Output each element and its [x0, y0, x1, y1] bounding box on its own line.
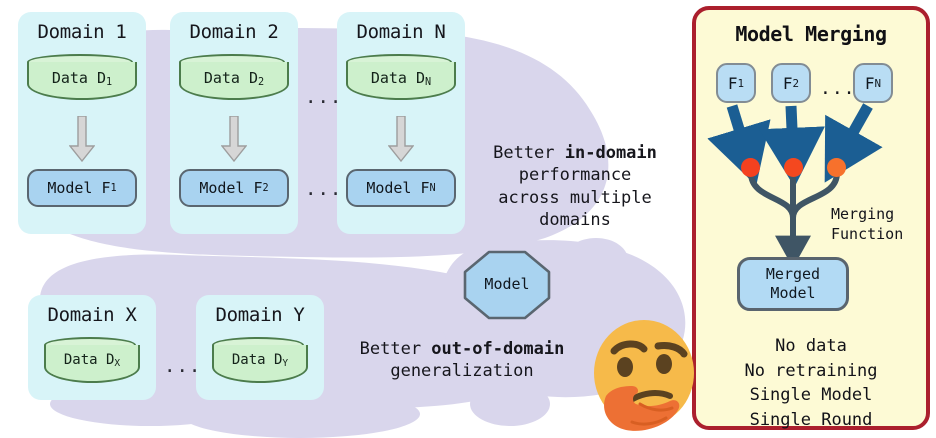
data-cylinder: Data D1 — [27, 54, 137, 106]
thinking-face-emoji — [594, 320, 694, 431]
ellipsis-model-row: ... — [305, 178, 343, 200]
cylinder-label-sub: Y — [282, 358, 289, 370]
cylinder-label-sub: X — [114, 358, 121, 370]
out-domain-line-1: Better out-of-domain — [328, 338, 596, 360]
ellipsis-out-row: ... — [164, 355, 202, 377]
in-domain-line-1: Better in-domain — [470, 142, 680, 164]
cylinder-body — [44, 345, 140, 383]
in-domain-line-2: performance — [518, 165, 632, 186]
in-domain-line-3: across multiple — [498, 187, 652, 208]
bullet-item: Single Round — [749, 409, 873, 430]
in-domain-line-4: domains — [539, 210, 611, 231]
merged-model-line-1: Merged — [765, 265, 821, 284]
cylinder-label-sub: N — [425, 77, 432, 89]
data-cylinder: Data DY — [212, 337, 308, 389]
bullet-item: No retraining — [744, 360, 878, 381]
in-domain-line-1-bold: in-domain — [564, 143, 657, 163]
octagon-shape-icon — [463, 250, 551, 320]
cylinder-label: Data DN — [346, 69, 456, 88]
cylinder-label-sub: 2 — [258, 77, 265, 89]
merging-function-line-1: Merging — [831, 205, 895, 223]
source-models-ellipsis: ... — [820, 78, 856, 99]
in-domain-line-1-plain: Better — [493, 143, 565, 163]
cylinder-label-prefix: Data D — [63, 352, 115, 368]
merging-arrows-group — [707, 103, 883, 268]
merge-node-1 — [741, 158, 760, 177]
data-cylinder: Data DN — [346, 54, 456, 106]
ellipsis-data-row: ... — [305, 86, 343, 108]
cylinder-label-prefix: Data D — [203, 69, 259, 87]
train-arrow-icon — [388, 116, 414, 162]
cylinder-label-prefix: Data D — [370, 69, 426, 87]
model-label-sub: 1 — [110, 182, 117, 194]
model-label-prefix: Model F — [47, 179, 111, 197]
cylinder-label: Data DX — [44, 352, 140, 369]
merge-arrow-2 — [758, 105, 825, 188]
merge-branch-left — [748, 170, 796, 221]
merging-function-line-2: Function — [831, 224, 904, 243]
octagon-label: Model — [484, 275, 530, 293]
domain-title: Domain 2 — [189, 21, 279, 43]
cylinder-label: Data D1 — [27, 69, 137, 88]
source-model-sub: 1 — [737, 76, 745, 90]
merged-model-line-2: Model — [770, 284, 816, 302]
cylinder-label-prefix: Data D — [51, 69, 107, 87]
model-label-prefix: Model F — [366, 179, 430, 197]
out-domain-line-2: generalization — [390, 361, 534, 382]
data-cylinder: Data DX — [44, 337, 140, 389]
domain-card-y: Domain Y Data DY — [196, 295, 324, 400]
out-domain-line-1-bold: out-of-domain — [431, 339, 565, 359]
cylinder-label-sub: 1 — [106, 77, 113, 89]
source-model-prefix: F — [727, 73, 738, 93]
merged-model-box: Merged Model — [737, 257, 849, 311]
train-arrow-icon — [221, 116, 247, 162]
merge-arrow-1 — [707, 104, 771, 186]
cylinder-body — [179, 62, 289, 100]
data-cylinder: Data D2 — [179, 54, 289, 106]
domain-title: Domain Y — [215, 304, 305, 326]
domain-card-x: Domain X Data DX — [28, 295, 156, 400]
panel-title: Model Merging — [735, 22, 887, 46]
domain-title: Domain 1 — [37, 21, 127, 43]
cylinder-label: Data D2 — [179, 69, 289, 88]
cylinder-body — [212, 345, 308, 383]
source-model-prefix: F — [864, 73, 875, 93]
domain-title: Domain X — [47, 304, 137, 326]
source-model-prefix: F — [782, 73, 793, 93]
source-model-sub: N — [874, 76, 882, 90]
merge-node-3 — [827, 158, 846, 177]
in-domain-caption: Better in-domain performance across mult… — [470, 142, 680, 232]
model-octagon: Model — [463, 250, 551, 320]
cylinder-body — [27, 62, 137, 100]
out-domain-line-1-plain: Better — [359, 339, 432, 359]
train-arrow-icon — [69, 116, 95, 162]
merge-arrow-3 — [824, 103, 883, 183]
model-label-prefix: Model F — [199, 179, 263, 197]
model-label-sub: 2 — [262, 182, 269, 194]
bullet-item: No data — [775, 336, 847, 356]
cylinder-body — [346, 62, 456, 100]
bullet-item: Single Model — [749, 385, 873, 406]
domain-title: Domain N — [356, 21, 446, 43]
cylinder-label-prefix: Data D — [231, 352, 283, 368]
panel-bullet-list: No data No retraining Single Model Singl… — [696, 334, 926, 433]
merge-node-2 — [784, 158, 803, 177]
out-domain-caption: Better out-of-domain generalization — [328, 338, 596, 383]
merging-function-label: Merging Function — [831, 205, 903, 244]
cylinder-label: Data DY — [212, 352, 308, 369]
source-model-sub: 2 — [792, 76, 800, 90]
model-label-sub: N — [429, 182, 436, 194]
